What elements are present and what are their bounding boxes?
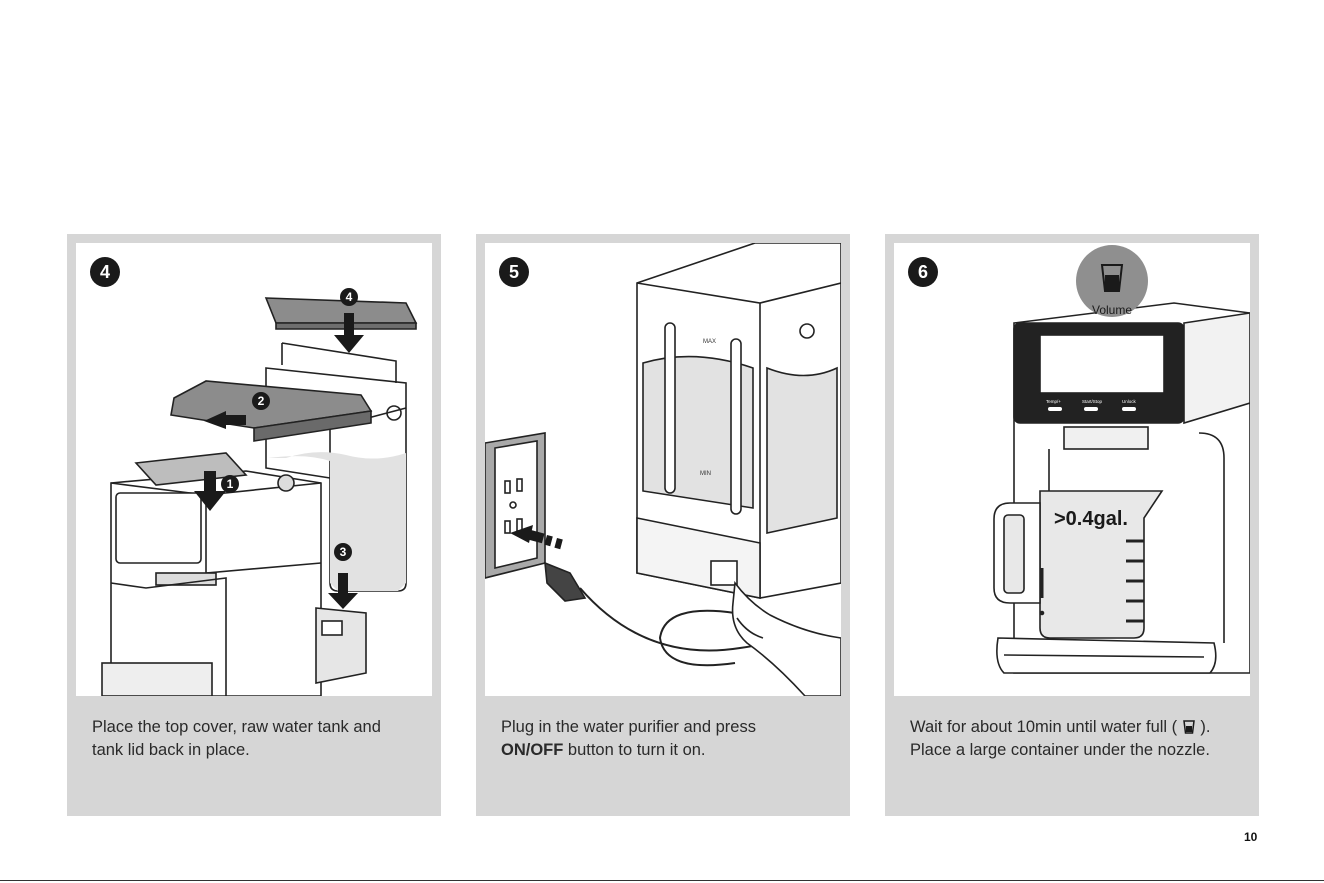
caption-line-1: Plug in the water purifier and press bbox=[501, 716, 836, 739]
callout-1: 1 bbox=[227, 477, 234, 491]
control-buttons bbox=[1048, 407, 1136, 411]
start-stop-button-label: Start/Stop bbox=[1082, 399, 1103, 404]
step-number-badge: 6 bbox=[908, 257, 938, 287]
unlock-button-label: Unlock bbox=[1122, 399, 1137, 404]
step-5-illustration: 5 bbox=[485, 243, 841, 696]
tank-min-label: MIN bbox=[700, 471, 711, 477]
caption-line-2-rest: button to turn it on. bbox=[563, 741, 705, 759]
caption-line-2: Place a large container under the nozzle… bbox=[910, 739, 1245, 762]
step-6-panel: 6 Temp/+ Start/Stop Unl bbox=[885, 234, 1259, 816]
step-number-badge: 5 bbox=[499, 257, 529, 287]
page-number: 10 bbox=[1244, 830, 1257, 844]
on-off-label: ON/OFF bbox=[501, 741, 563, 759]
caption-line-2: tank lid back in place. bbox=[92, 739, 427, 762]
hand bbox=[733, 583, 841, 696]
caption-line-1: Wait for about 10min until water full ( … bbox=[910, 716, 1245, 739]
fill-container-diagram: Temp/+ Start/Stop Unlock Volume bbox=[894, 243, 1250, 696]
step-4-caption: Place the top cover, raw water tank and … bbox=[92, 716, 427, 762]
volume-label: Volume bbox=[1092, 303, 1132, 317]
temp-button-label: Temp/+ bbox=[1046, 399, 1061, 404]
wall-outlet bbox=[485, 433, 545, 578]
base-tray bbox=[316, 608, 366, 683]
callout-4: 4 bbox=[346, 290, 353, 304]
purifier-unit bbox=[637, 243, 841, 598]
step-5-panel: 5 bbox=[476, 234, 850, 816]
step-4-panel: 4 bbox=[67, 234, 441, 816]
tank-lid bbox=[266, 298, 416, 329]
glass-full-icon bbox=[1182, 720, 1196, 734]
callout-2: 2 bbox=[258, 394, 265, 408]
step-number-badge: 4 bbox=[90, 257, 120, 287]
step-6-illustration: 6 Temp/+ Start/Stop Unl bbox=[894, 243, 1250, 696]
tank-max-label: MAX bbox=[703, 339, 716, 345]
bottom-divider bbox=[0, 880, 1324, 881]
caption-line-2: ON/OFF button to turn it on. bbox=[501, 739, 836, 762]
plug-in-diagram: MAX MIN bbox=[485, 243, 841, 696]
step-5-caption: Plug in the water purifier and press ON/… bbox=[501, 716, 836, 762]
step-4-illustration: 4 bbox=[76, 243, 432, 696]
step-6-caption: Wait for about 10min until water full ( … bbox=[910, 716, 1245, 762]
jug-volume-label: >0.4gal. bbox=[1054, 508, 1128, 530]
callout-3: 3 bbox=[340, 545, 347, 559]
caption-line-1: Place the top cover, raw water tank and bbox=[92, 716, 427, 739]
assembly-diagram: 1 2 3 4 bbox=[76, 243, 432, 696]
